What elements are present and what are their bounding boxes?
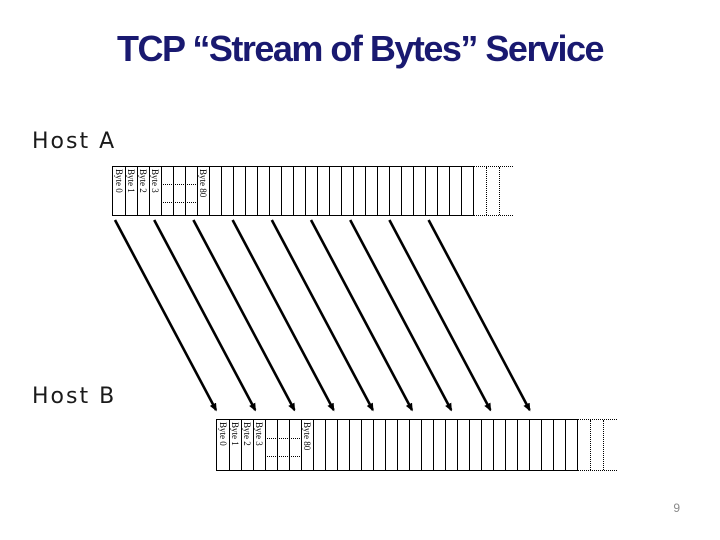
byte-cell-divider xyxy=(389,167,390,215)
host-a-row-dotted-continuation xyxy=(473,166,513,216)
byte-cell-divider xyxy=(565,420,566,470)
byte-transfer-arrow xyxy=(231,219,335,412)
dotted-cell-divider xyxy=(499,167,500,215)
byte-cell-divider xyxy=(293,167,294,215)
byte-cell-divider xyxy=(413,167,414,215)
byte-cell-divider xyxy=(377,167,378,215)
byte-cell-label-byte80: Byte 80 xyxy=(302,422,312,451)
ellipsis-dotted-line xyxy=(161,202,198,203)
byte-cell-divider xyxy=(209,167,210,215)
byte-cell-divider xyxy=(541,420,542,470)
byte-cell-label: Byte 2 xyxy=(138,169,148,193)
byte-cell-divider xyxy=(329,167,330,215)
byte-cell-divider xyxy=(449,167,450,215)
byte-cell-divider xyxy=(553,420,554,470)
host-b-row-dotted-continuation xyxy=(577,419,617,471)
slide-title: TCP “Stream of Bytes” Service xyxy=(116,28,605,69)
byte-cell-divider xyxy=(349,420,350,470)
byte-cell-label: Byte 2 xyxy=(242,422,252,446)
byte-cell-divider xyxy=(197,167,198,215)
byte-transfer-arrow xyxy=(113,219,218,412)
byte-cell-divider xyxy=(445,420,446,470)
byte-cell-divider xyxy=(457,420,458,470)
byte-transfer-arrow xyxy=(153,219,257,412)
byte-cell-divider xyxy=(421,420,422,470)
byte-cell-label-byte80: Byte 80 xyxy=(198,169,208,198)
byte-cell-divider xyxy=(149,167,150,215)
byte-cell-divider xyxy=(253,420,254,470)
byte-cell-label: Byte 0 xyxy=(218,422,228,446)
byte-cell-divider xyxy=(313,420,314,470)
byte-cell-divider xyxy=(481,420,482,470)
byte-cell-divider xyxy=(517,420,518,470)
byte-transfer-arrow xyxy=(309,219,414,412)
byte-cell-divider xyxy=(277,420,278,470)
byte-cell-divider xyxy=(325,420,326,470)
byte-cell-divider xyxy=(437,167,438,215)
byte-cell-divider xyxy=(241,420,242,470)
byte-cell-divider xyxy=(173,167,174,215)
byte-cell-label: Byte 3 xyxy=(150,169,160,193)
byte-cell-divider xyxy=(505,420,506,470)
ellipsis-dotted-line xyxy=(161,184,198,185)
byte-cell-divider xyxy=(301,420,302,470)
dotted-cell-divider xyxy=(486,167,487,215)
byte-cell-divider xyxy=(229,420,230,470)
byte-transfer-arrow xyxy=(192,219,296,412)
byte-cell-divider xyxy=(269,167,270,215)
byte-cell-label: Byte 0 xyxy=(114,169,124,193)
byte-cell-divider xyxy=(245,167,246,215)
byte-cell-divider xyxy=(289,420,290,470)
dotted-cell-divider xyxy=(603,420,604,470)
byte-cell-divider xyxy=(433,420,434,470)
byte-transfer-arrow xyxy=(388,219,492,412)
byte-cell-divider xyxy=(305,167,306,215)
byte-cell-divider xyxy=(461,167,462,215)
byte-cell-divider xyxy=(185,167,186,215)
byte-transfer-arrow xyxy=(349,219,453,412)
byte-cell-divider xyxy=(361,420,362,470)
byte-cell-divider xyxy=(317,167,318,215)
byte-cell-divider xyxy=(281,167,282,215)
byte-cell-label: Byte 1 xyxy=(126,169,136,193)
byte-cell-divider xyxy=(125,167,126,215)
byte-cell-divider xyxy=(365,167,366,215)
byte-cell-divider xyxy=(353,167,354,215)
byte-cell-divider xyxy=(397,420,398,470)
byte-cell-divider xyxy=(373,420,374,470)
byte-cell-divider xyxy=(161,167,162,215)
byte-cell-label: Byte 3 xyxy=(254,422,264,446)
byte-cell-divider xyxy=(265,420,266,470)
byte-cell-divider xyxy=(257,167,258,215)
dotted-cell-divider xyxy=(590,420,591,470)
ellipsis-dotted-line xyxy=(265,438,302,439)
byte-cell-label: Byte 1 xyxy=(230,422,240,446)
byte-cell-divider xyxy=(233,167,234,215)
host-b-label: Host B xyxy=(32,384,117,409)
byte-transfer-arrow xyxy=(427,219,531,412)
byte-cell-divider xyxy=(469,420,470,470)
byte-cell-divider xyxy=(337,420,338,470)
byte-cell-divider xyxy=(221,167,222,215)
byte-cell-divider xyxy=(409,420,410,470)
page-number: 9 xyxy=(673,501,680,515)
byte-cell-divider xyxy=(493,420,494,470)
byte-cell-divider xyxy=(137,167,138,215)
byte-cell-divider xyxy=(529,420,530,470)
ellipsis-dotted-line xyxy=(265,456,302,457)
byte-cell-divider xyxy=(401,167,402,215)
byte-cell-divider xyxy=(385,420,386,470)
byte-cell-divider xyxy=(341,167,342,215)
host-a-label: Host A xyxy=(32,129,117,154)
byte-cell-divider xyxy=(425,167,426,215)
byte-transfer-arrow xyxy=(270,219,374,412)
